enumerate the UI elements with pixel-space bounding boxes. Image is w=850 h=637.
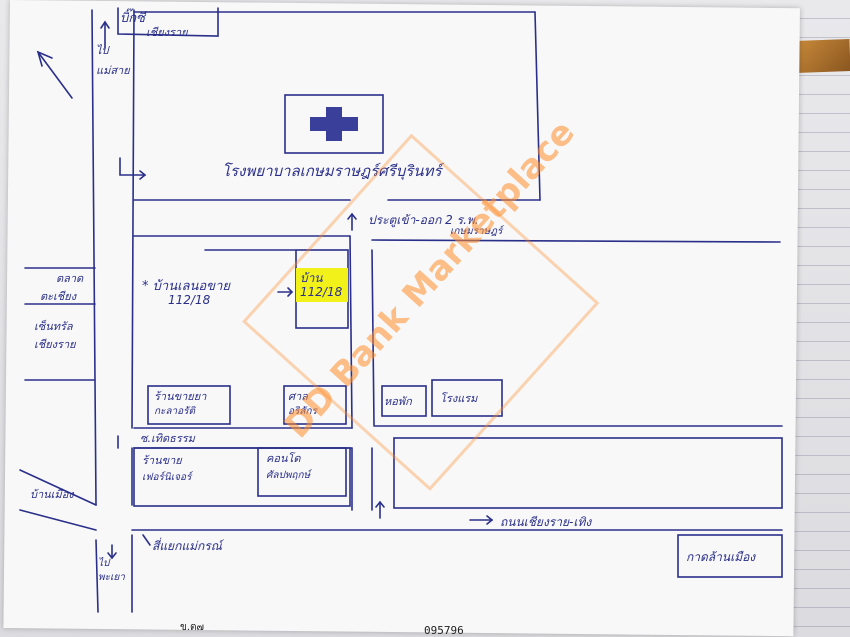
hospital-gate-sub-label: เกษมราษฎร์ [450,225,504,237]
upper-road-right [371,239,781,243]
footer-left-text: ข.ต๗ [180,622,204,633]
dorm-label: หอพัก [384,395,413,408]
main-road-right-edge [131,9,135,429]
footer-code: 095796 [424,624,464,637]
hotel-box [431,379,503,417]
left-label-1a: ตลาด [56,272,84,285]
shrine-box [283,385,347,425]
south-arrow-head-icon [107,552,117,560]
pharmacy-label-a: ร้านขายยา [154,390,207,403]
lower-left-block [133,447,351,507]
hospital-gate-label: ประตูเข้า-ออก 2 ร.พ. [368,213,479,228]
target-house-highlight [296,268,348,302]
diagonal-road-top [19,469,97,506]
shrine-label-a: ศาล [288,390,309,403]
road-arrow-up-head-icon [375,500,385,508]
pharmacy-box [147,385,231,425]
to-phayao-label-2: พะเยา [98,572,125,583]
left-label-1b: ตะเชียง [40,290,78,303]
north-arrow-head-icon [36,50,53,67]
hospital-sign-box [284,94,384,154]
diagonal-road-bottom [19,509,97,531]
target-house-number: 112/18 [300,285,343,299]
middle-road-right [371,249,375,426]
target-house-label: บ้าน [300,271,323,285]
road-label: ถนนเชียงราย-เทิง [500,515,592,529]
nearby-house-label: * บ้านเลนอขาย [142,279,231,294]
furniture-label-b: เฟอร์นิเจอร์ [142,471,193,483]
nearby-house-number: 112/18 [168,293,211,307]
to-maesai-label-2: แม่สาย [96,64,131,77]
hospital-right-wall [534,11,541,201]
pharmacy-label-b: กะลาอรัติ [154,405,196,417]
condo-box [257,447,347,497]
turn-arrow-icon [119,157,146,176]
to-phayao-label-1: ไป [98,557,111,569]
kad-lan-mueang-label: กาดล้านเมือง [686,550,756,564]
soi-label: ซ.เทิดธรรม [140,432,196,445]
main-road-left-edge [91,9,97,506]
kad-lan-mueang-box [677,534,783,578]
road-arrow-right-head-icon [486,515,494,525]
condo-label-a: คอนโด [266,452,301,465]
big-c-label: บิ๊กซี [120,8,147,26]
intersection-label: สี่แยกแม่กรณ์ [152,537,225,553]
condo-label-b: ศัลปพฤกษ์ [266,469,312,481]
hotel-label: โรงแรม [440,392,478,405]
left-label-2b: เชียงราย [34,338,77,351]
house-pointer-head-icon [287,287,294,297]
intersection-arrow-icon [142,534,151,546]
left-label-2a: เซ็นทรัล [34,319,74,333]
hospital-label: โรงพยาบาลเกษมราษฎร์ศรีบุรินทร์ [222,162,445,180]
dorm-box [381,385,427,417]
turn-arrow-head-icon [139,170,147,180]
north-arrow-icon [37,51,73,99]
to-maesai-label-1: ไป [96,44,111,57]
shrine-label-b: อริสักร [288,405,319,417]
big-c-box [117,7,219,37]
arrow-up-head-icon [100,20,110,29]
lower-road-left [95,539,99,613]
big-c-sub-label: เชียงราย [146,26,189,39]
ban-mueang-label: บ้านเมือง [30,488,75,501]
gate-arrow-head-icon [347,212,357,220]
watermark-frame [242,133,600,491]
furniture-label-a: ร้านขาย [142,454,183,467]
hospital-cross-icon [310,107,358,141]
lower-right-block [393,437,783,509]
middle-road-left [349,235,353,429]
